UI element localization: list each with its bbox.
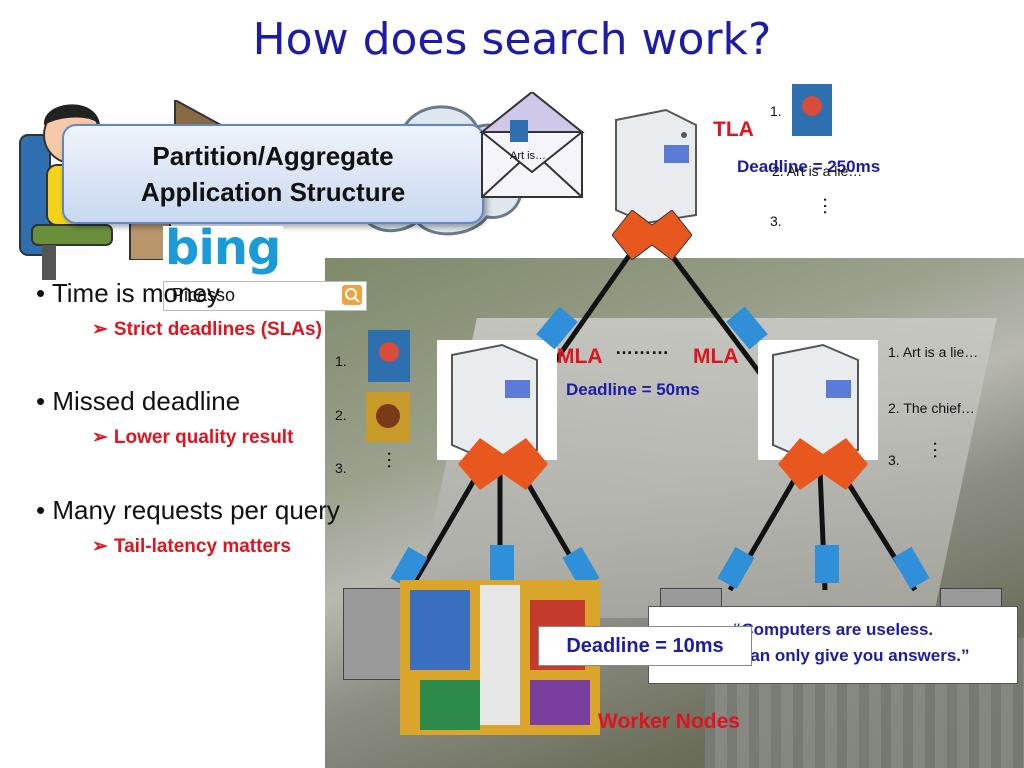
left-result-2: 2. (335, 407, 347, 423)
painting-thumbnail-icon (366, 392, 410, 442)
mla-right-label: MLA (693, 345, 739, 368)
sub-bullet-1-text: Strict deadlines (SLAs) (113, 319, 322, 340)
tla-result-1: 1. (770, 103, 782, 119)
structure-line-1: Partition/Aggregate (152, 141, 394, 171)
tla-result-2: 2. Art is a lie… (772, 163, 863, 179)
link-connector-icon (490, 545, 514, 583)
mla-dots: ……… (615, 338, 669, 358)
mla-left-label: MLA (557, 345, 603, 368)
right-result-1: 1. Art is a lie… (888, 344, 979, 360)
bullet-1-text: Time is money (51, 278, 220, 308)
tla-deadline: Deadline = 250ms (737, 157, 881, 176)
painting-thumbnail-icon (368, 330, 410, 382)
envelope-text: Art is… (510, 150, 547, 162)
link-connector-icon (536, 306, 578, 350)
bullet-3: • Many requests per query (36, 495, 340, 525)
tla-server-icon (596, 105, 716, 225)
slide-title: How does search work? (252, 14, 772, 65)
left-result-3: 3. (335, 460, 347, 476)
quote-line-1: “Computers are useless. (732, 620, 934, 639)
tla-aggregator-icon (612, 210, 692, 260)
mla-left-server-icon (437, 340, 557, 460)
search-icon (345, 288, 360, 303)
bullet-2-text: Missed deadline (52, 386, 241, 416)
structure-line-2: Application Structure (140, 177, 406, 207)
sub-bullet-1: ➢Strict deadlines (SLAs) (92, 319, 322, 340)
worker-nodes-label: Worker Nodes (598, 710, 740, 733)
tla-label: TLA (713, 118, 754, 141)
sub-bullet-2-text: Lower quality result (113, 427, 294, 448)
bullet-1: • Time is money (36, 278, 220, 308)
mla-right-aggregator-icon (778, 438, 868, 490)
sub-bullet-3-text: Tail-latency matters (113, 536, 291, 557)
envelope-icon (479, 92, 585, 198)
sub-bullet-3: ➢Tail-latency matters (92, 536, 291, 557)
mla-deadline: Deadline = 50ms (566, 380, 700, 399)
right-ellipsis: … (929, 440, 951, 460)
sub-bullet-2: ➢Lower quality result (92, 427, 294, 448)
painting-thumbnail-icon (792, 84, 832, 136)
search-input[interactable]: Picasso (163, 281, 367, 311)
quote-box: “Computers are useless. They can only gi… (648, 606, 1018, 684)
link-connector-icon (815, 545, 839, 583)
left-ellipsis: … (383, 450, 405, 470)
left-result-1: 1. (335, 353, 347, 369)
search-query-text: Picasso (172, 285, 236, 305)
right-result-3: 3. (888, 452, 900, 468)
right-result-2: 2. The chief… (888, 400, 975, 416)
mla-right-server-icon (758, 340, 878, 460)
bing-logo-area: bing (163, 220, 283, 278)
quote-line-2: They can only give you answers.” (696, 646, 970, 665)
bullet-3-text: Many requests per query (52, 495, 340, 525)
search-button[interactable] (342, 285, 362, 305)
tla-result-3: 3. (770, 213, 782, 229)
bing-logo: bing (165, 220, 281, 276)
worker-deadline: Deadline = 10ms (538, 626, 752, 666)
worker-server-icon (343, 588, 405, 680)
tla-ellipsis: … (819, 196, 841, 216)
bullet-2: • Missed deadline (36, 386, 241, 416)
link-connector-icon (726, 306, 768, 350)
structure-callout: Partition/Aggregate Application Structur… (62, 124, 484, 224)
mla-left-aggregator-icon (458, 438, 548, 490)
